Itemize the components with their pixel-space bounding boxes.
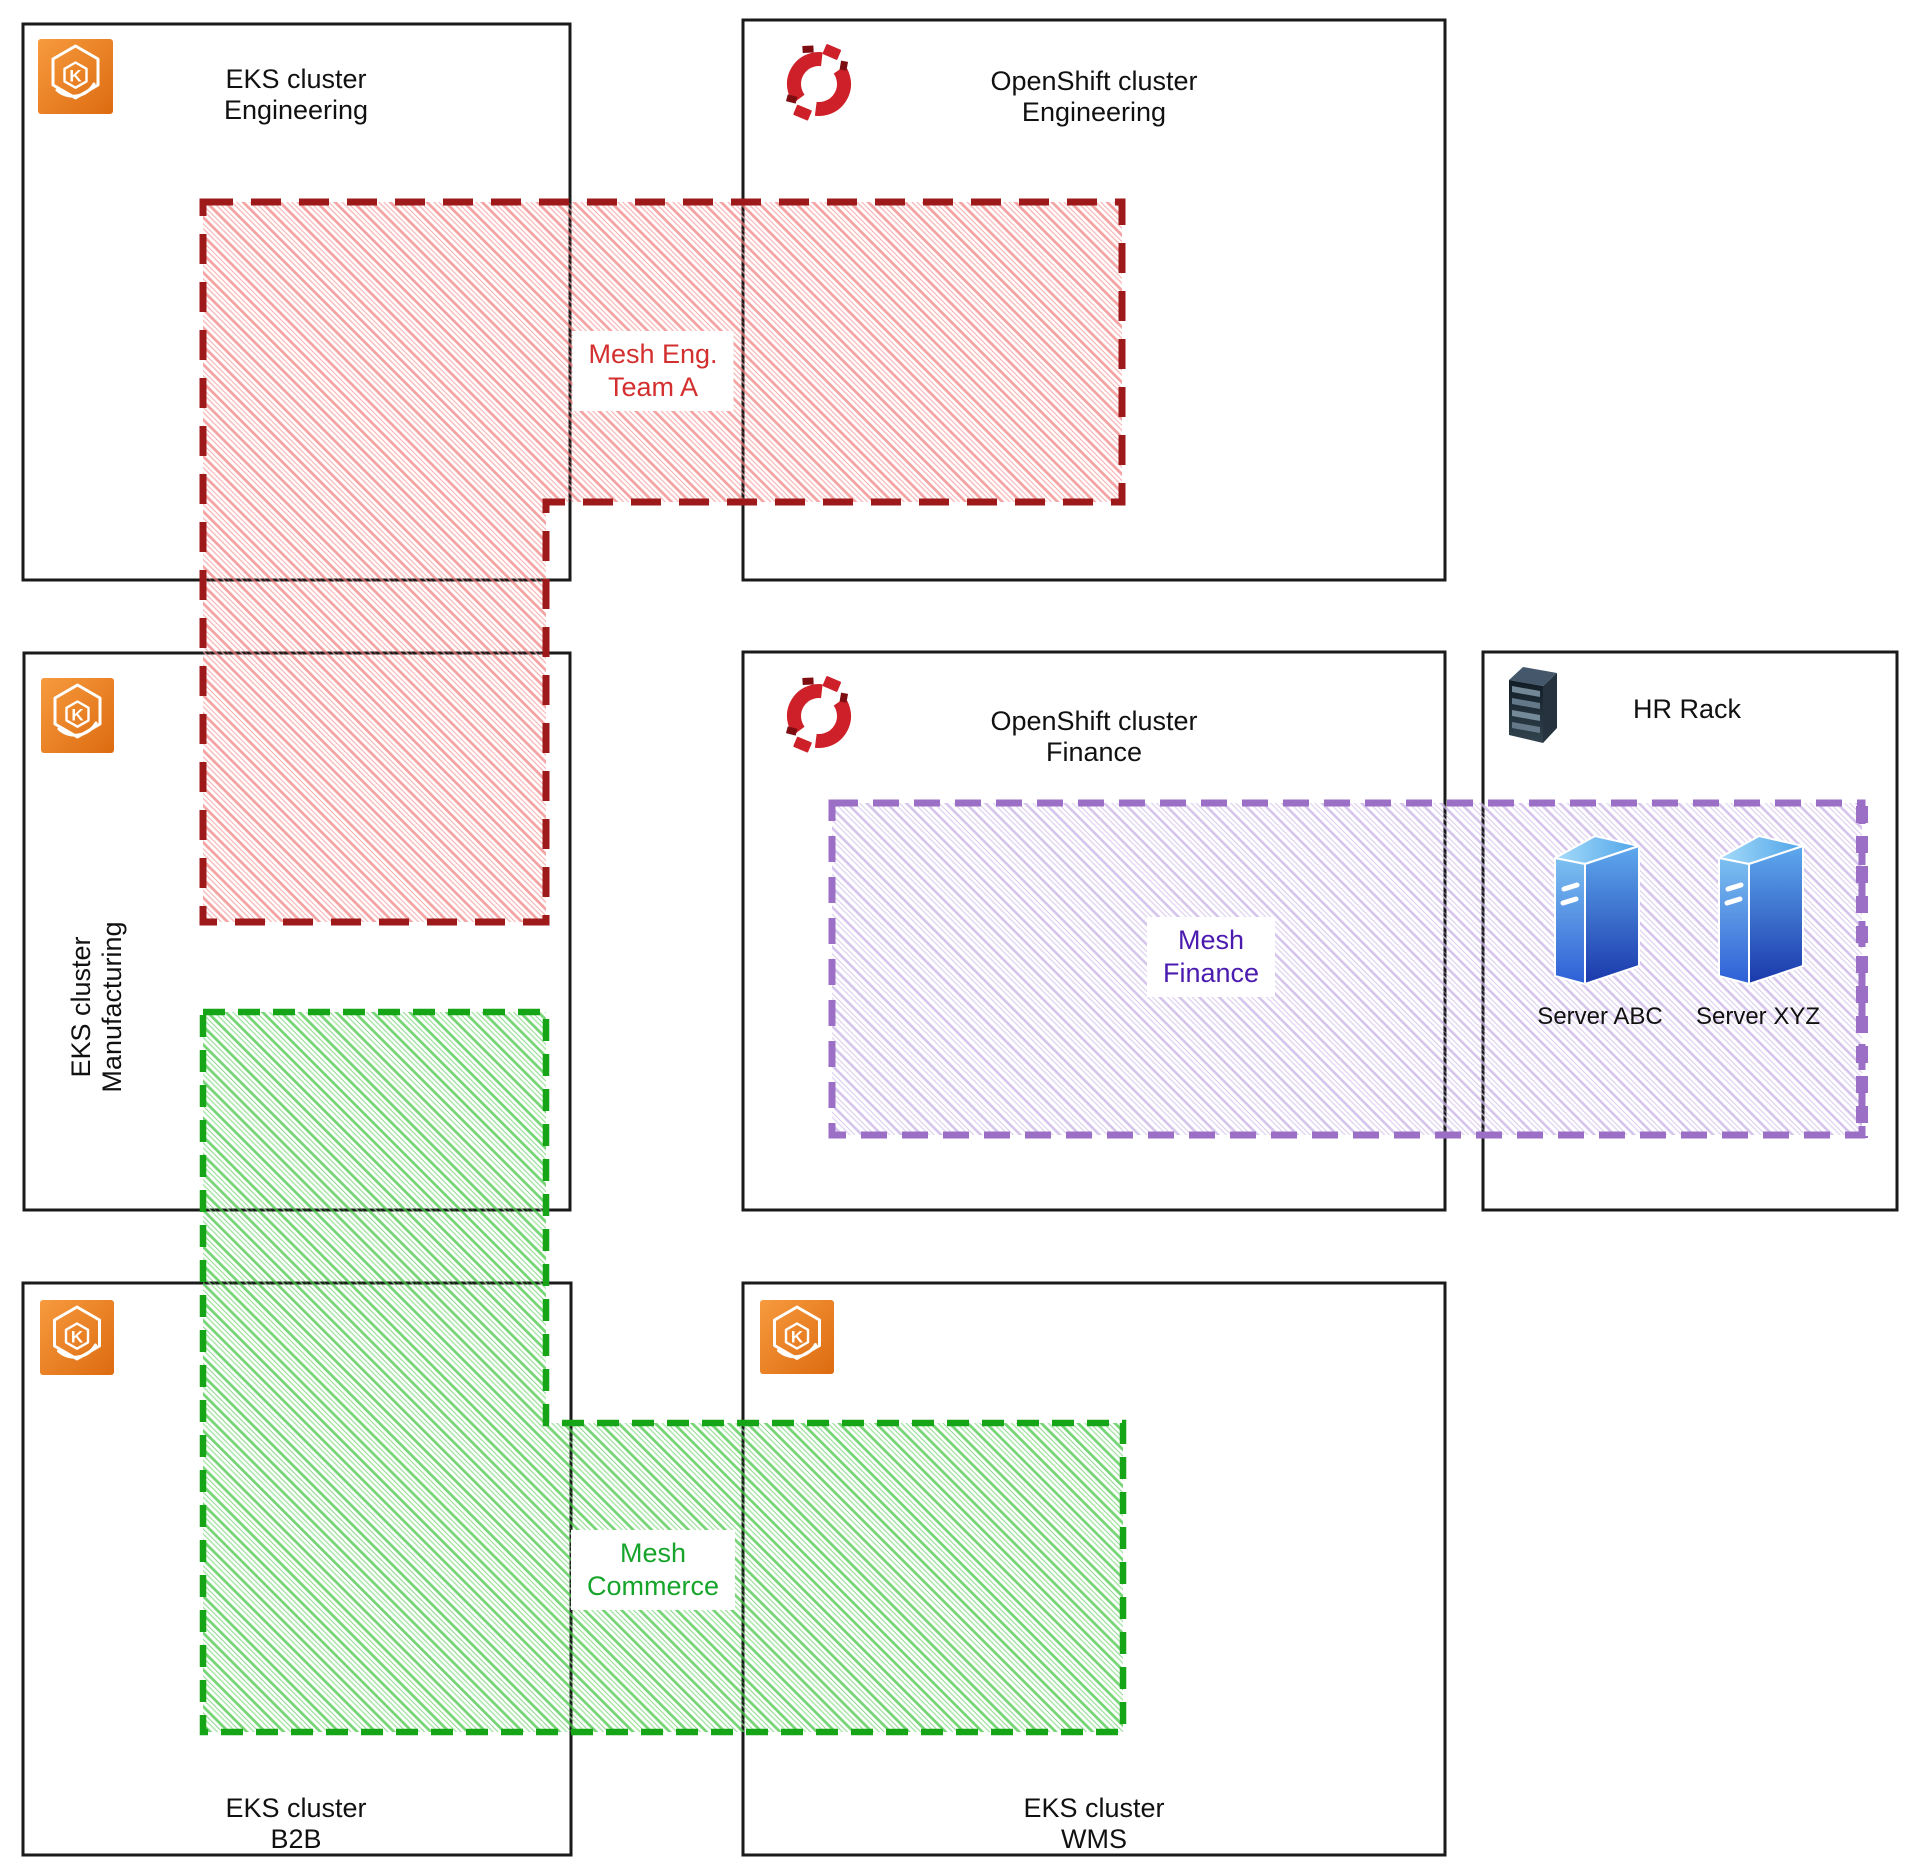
title-line: Engineering [1021, 97, 1167, 127]
server-xyz-label: Server XYZ [1696, 1003, 1820, 1031]
mesh-label-team-a: Mesh Eng. Team A [572, 331, 734, 411]
svg-text:K: K [791, 1328, 804, 1347]
server-label-text: Server ABC [1537, 1003, 1663, 1030]
mesh-label-line: Finance [1162, 958, 1260, 988]
title-eks-wms: EKS cluster WMS [1023, 1793, 1164, 1855]
eks-icon: K [41, 678, 114, 753]
mesh-region-commerce [199, 1008, 1127, 1736]
title-eks-engineering: EKS cluster Engineering [224, 64, 368, 126]
title-line: EKS cluster [66, 936, 96, 1078]
mesh-label-line: Mesh [619, 1538, 687, 1568]
title-line: EKS cluster [225, 64, 367, 94]
title-line: EKS cluster [1023, 1793, 1165, 1823]
title-openshift-engineering: OpenShift cluster Engineering [990, 66, 1197, 128]
title-hr-rack: HR Rack [1633, 694, 1741, 725]
eks-icon: K [40, 1300, 114, 1375]
mesh-label-commerce: Mesh Commerce [570, 1530, 736, 1610]
title-line: Manufacturing [97, 921, 127, 1093]
svg-text:K: K [71, 1328, 84, 1347]
title-line: EKS cluster [225, 1793, 367, 1823]
mesh-label-line: Mesh Eng. [588, 339, 718, 369]
server-abc-label: Server ABC [1537, 1003, 1662, 1031]
mesh-label-line: Commerce [586, 1571, 720, 1601]
title-line: OpenShift cluster [990, 66, 1198, 96]
server-rack-icon [1509, 667, 1557, 743]
title-line: Finance [1045, 737, 1143, 767]
mesh-label-finance: Mesh Finance [1146, 917, 1276, 997]
title-line: WMS [1061, 1824, 1127, 1854]
mesh-label-line: Mesh [1177, 925, 1245, 955]
title-line: HR Rack [1632, 694, 1742, 724]
mesh-label-line: Team A [607, 372, 699, 402]
svg-text:K: K [71, 706, 84, 725]
server-icon [1718, 835, 1804, 985]
title-eks-b2b: EKS cluster B2B [225, 1793, 366, 1855]
eks-icon: K [38, 39, 113, 114]
openshift-icon [785, 44, 851, 121]
openshift-icon [785, 676, 851, 753]
title-line: OpenShift cluster [990, 706, 1198, 736]
server-label-text: Server XYZ [1695, 1003, 1821, 1030]
title-line: Engineering [223, 95, 369, 125]
title-eks-manufacturing: EKS cluster Manufacturing [66, 857, 128, 1157]
server-icon [1554, 835, 1640, 985]
svg-text:K: K [69, 67, 82, 86]
title-openshift-finance: OpenShift cluster Finance [990, 706, 1197, 768]
mesh-region-finance [828, 799, 1866, 1139]
title-line: B2B [270, 1824, 322, 1854]
mesh-region-team-a [199, 198, 1126, 926]
eks-icon: K [760, 1300, 834, 1374]
